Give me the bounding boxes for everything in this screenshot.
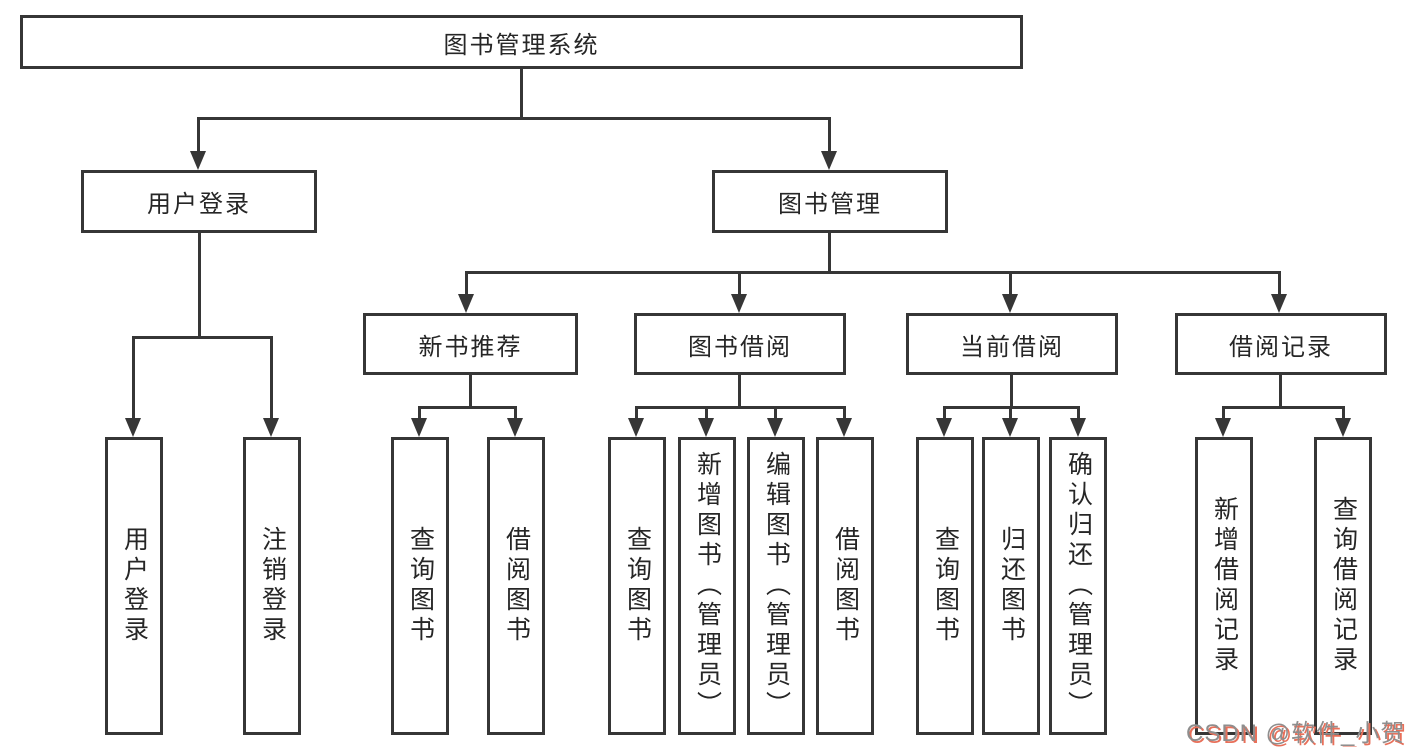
arrow-down-icon [821, 117, 837, 170]
node-borrow-book-a: 借阅图书 [487, 437, 545, 735]
node-current-borrow: 当前借阅 [906, 313, 1118, 375]
arrow-down-icon [698, 406, 714, 437]
node-logout-leaf-label: 注销登录 [258, 526, 287, 646]
arrow-down-icon [936, 406, 952, 437]
arrow-down-icon [1271, 271, 1287, 313]
node-query-borrow-record-label: 查询借阅记录 [1329, 496, 1358, 676]
node-return-book-label: 归还图书 [997, 526, 1026, 646]
node-borrow-record: 借阅记录 [1175, 313, 1387, 375]
arrow-down-icon [628, 406, 644, 437]
arrow-down-icon [731, 271, 747, 313]
node-edit-book-admin-label: 编辑图书（管理员） [762, 451, 791, 721]
connector-groupA-stem [469, 375, 472, 409]
node-new-book-recommend-label: 新书推荐 [418, 333, 523, 361]
node-current-borrow-label: 当前借阅 [960, 333, 1064, 361]
node-add-book-admin: 新增图书（管理员） [678, 437, 736, 735]
node-add-borrow-record: 新增借阅记录 [1195, 437, 1253, 735]
arrow-down-icon [125, 336, 141, 437]
node-borrow-book-b-label: 借阅图书 [831, 526, 860, 646]
connector-groupA-rail [418, 406, 517, 409]
connector-groupD-rail [1222, 406, 1345, 409]
node-query-book-a-label: 查询图书 [406, 526, 435, 646]
connector-groupB-stem [738, 375, 741, 409]
node-book-mgmt-branch-label: 图书管理 [778, 191, 882, 218]
connector-level2-rail [197, 117, 831, 120]
connector-groupB-rail [635, 406, 846, 409]
node-root-label: 图书管理系统 [443, 31, 600, 59]
node-add-borrow-record-label: 新增借阅记录 [1210, 496, 1239, 676]
node-query-book-c: 查询图书 [916, 437, 974, 735]
connector-level3-rail [465, 271, 1281, 274]
connector-user-stem [198, 233, 201, 339]
node-return-book: 归还图书 [982, 437, 1040, 735]
connector-groupD-stem [1279, 375, 1282, 409]
node-query-book-b: 查询图书 [608, 437, 666, 735]
node-borrow-record-label: 借阅记录 [1229, 333, 1333, 361]
arrow-down-icon [767, 406, 783, 437]
node-query-book-c-label: 查询图书 [931, 526, 960, 646]
node-borrow-book-b: 借阅图书 [816, 437, 874, 735]
arrow-down-icon [458, 271, 474, 313]
connector-user-rail [132, 336, 273, 339]
arrow-down-icon [1002, 271, 1018, 313]
node-edit-book-admin: 编辑图书（管理员） [747, 437, 805, 735]
node-query-borrow-record: 查询借阅记录 [1314, 437, 1372, 735]
node-new-book-recommend: 新书推荐 [363, 313, 578, 375]
node-add-book-admin-label: 新增图书（管理员） [693, 451, 722, 721]
arrow-down-icon [190, 117, 206, 170]
node-book-borrow: 图书借阅 [634, 313, 846, 375]
arrow-down-icon [507, 406, 523, 437]
node-borrow-book-a-label: 借阅图书 [502, 526, 531, 646]
node-user-login-leaf-label: 用户登录 [120, 526, 149, 646]
arrow-down-icon [1215, 406, 1231, 437]
node-query-book-a: 查询图书 [391, 437, 449, 735]
connector-root-stem [520, 68, 523, 120]
node-user-login-leaf: 用户登录 [105, 437, 163, 735]
connector-mgmt-stem [828, 233, 831, 274]
node-logout-leaf: 注销登录 [243, 437, 301, 735]
node-user-login-branch: 用户登录 [81, 170, 317, 233]
node-root: 图书管理系统 [20, 15, 1023, 69]
connector-groupC-stem [1010, 375, 1013, 409]
node-book-borrow-label: 图书借阅 [688, 333, 792, 361]
node-book-mgmt-branch: 图书管理 [712, 170, 948, 233]
arrow-down-icon [263, 336, 279, 437]
arrow-down-icon [1335, 406, 1351, 437]
arrow-down-icon [1002, 406, 1018, 437]
node-query-book-b-label: 查询图书 [623, 526, 652, 646]
node-confirm-return-admin-label: 确认归还（管理员） [1064, 451, 1093, 721]
arrow-down-icon [411, 406, 427, 437]
arrow-down-icon [836, 406, 852, 437]
arrow-down-icon [1070, 406, 1086, 437]
node-confirm-return-admin: 确认归还（管理员） [1049, 437, 1107, 735]
csdn-watermark: CSDN @软件_小贺同学 [1186, 720, 1405, 747]
node-user-login-branch-label: 用户登录 [147, 191, 251, 218]
